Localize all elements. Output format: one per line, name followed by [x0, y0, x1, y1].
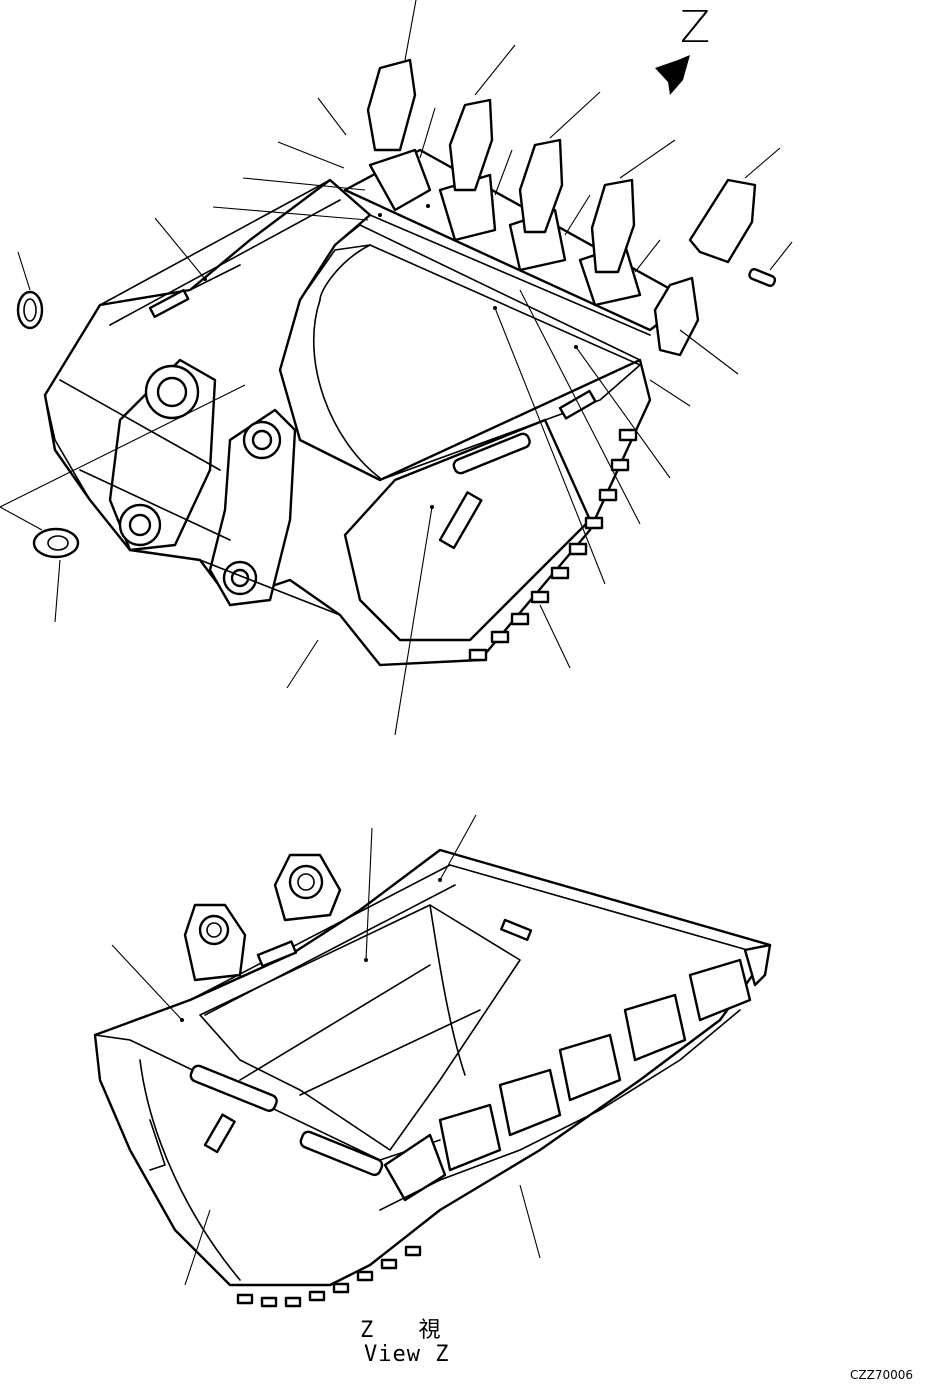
side-plate-slot	[452, 432, 531, 475]
bucket-teeth	[366, 58, 700, 357]
loose-pin	[748, 268, 777, 288]
view-arrow-label: Z	[680, 2, 711, 53]
side-plate-badge	[438, 491, 483, 550]
tooth-adapters	[368, 148, 642, 307]
loose-tooth	[688, 178, 757, 264]
leader-lines-top	[0, 0, 793, 736]
drawing-code: CZZ70006	[850, 1368, 913, 1382]
side-slot-b	[299, 1130, 384, 1177]
bucket-top-view	[0, 0, 793, 736]
view-direction-arrow	[655, 55, 690, 95]
side-cutter-teeth	[468, 428, 638, 662]
teeth-row-view-z	[379, 943, 772, 1211]
bucket-inner-opening	[279, 244, 641, 481]
view-caption-english: View Z	[364, 1342, 450, 1367]
bucket-view-z	[93, 814, 772, 1308]
left-side-rail	[99, 179, 341, 326]
mounting-bracket-right	[208, 408, 297, 607]
washer-ring	[16, 290, 44, 330]
pin-collar	[32, 527, 80, 559]
lower-lip-teeth-view-z	[236, 1245, 422, 1308]
side-slot-a	[189, 1064, 278, 1112]
mounting-bracket-left	[108, 358, 217, 552]
view-caption-japanese: Z 視	[360, 1318, 457, 1343]
mounting-lugs-view-z	[183, 853, 342, 982]
badge-view-z	[203, 1113, 236, 1154]
inner-floor	[199, 904, 521, 1151]
right-side-plate	[343, 418, 592, 642]
leader-lines-view-z	[111, 814, 541, 1286]
